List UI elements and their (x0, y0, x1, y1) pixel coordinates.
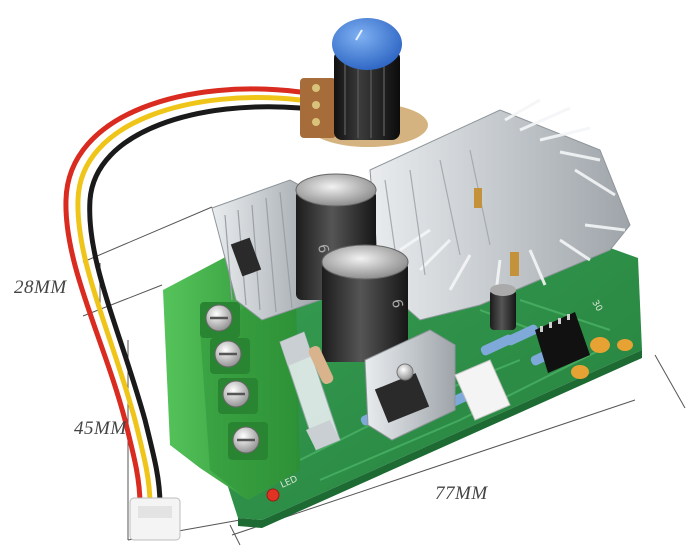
heatsink-screw-1 (474, 188, 482, 208)
knob-cap (332, 18, 402, 70)
ceramic-capacitors (571, 337, 633, 379)
regulator-heatsink (364, 329, 456, 441)
fuse (279, 331, 341, 451)
status-led (266, 488, 280, 502)
dimension-label-height-upper: 28MM (14, 277, 67, 298)
capacitor-marking-left: 6 (314, 243, 331, 255)
capacitor-small (490, 284, 516, 330)
terminal-screw-3 (218, 378, 258, 414)
heatsink-screw-2 (510, 252, 519, 276)
potentiometer-wires (63, 86, 303, 508)
wire-connector (129, 497, 181, 541)
terminal-screw-1 (200, 302, 240, 338)
capacitor-marking-center: 6 (388, 298, 405, 310)
left-heatsink (211, 179, 321, 321)
terminal-screw-4 (228, 422, 268, 460)
board-connector (454, 359, 511, 421)
dimension-label-height-lower: 45MM (74, 418, 127, 439)
dimension-label-length: 77MM (435, 483, 488, 504)
capacitor-center: 6 (321, 244, 409, 362)
potentiometer (300, 18, 428, 147)
terminal-screw-2 (210, 338, 250, 374)
main-heatsink (369, 98, 631, 321)
ic-chip (535, 312, 590, 373)
